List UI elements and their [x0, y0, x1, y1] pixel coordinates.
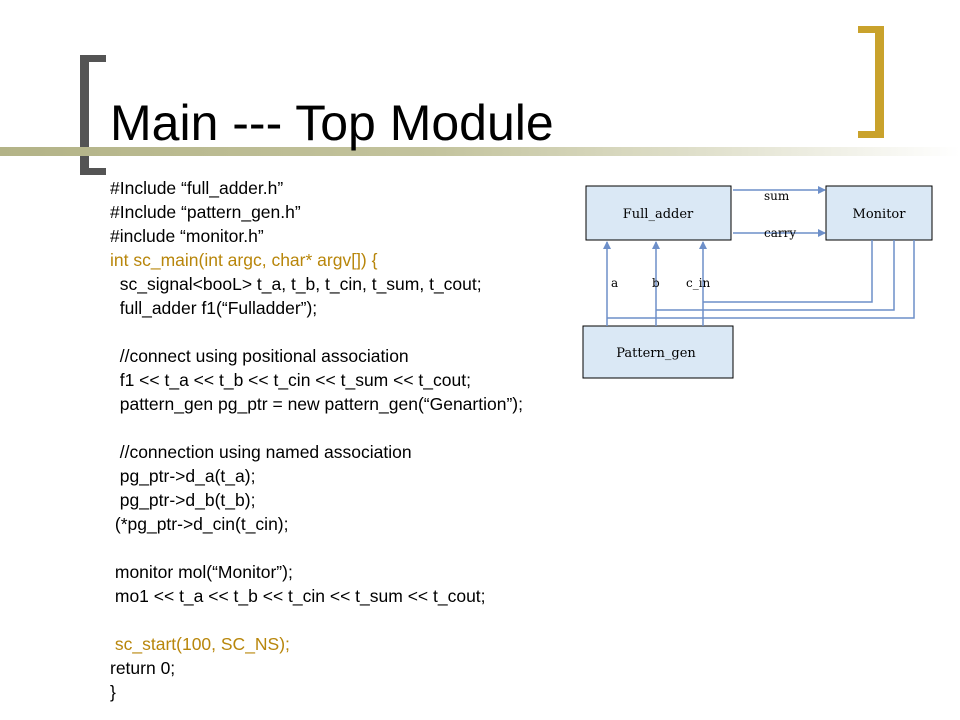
right-bracket-decoration	[858, 26, 884, 138]
code-line: //connect using positional association	[110, 346, 409, 366]
c-in-label: c_in	[686, 276, 711, 290]
monitor-label: Monitor	[853, 207, 907, 222]
slide-title: Main --- Top Module	[110, 95, 554, 151]
sum-label: sum	[764, 189, 790, 203]
title-underline-bar	[0, 147, 960, 156]
code-line: sc_signal<booL> t_a, t_b, t_cin, t_sum, …	[110, 274, 482, 294]
full-adder-box	[585, 185, 732, 241]
code-line: f1 << t_a << t_b << t_cin << t_sum << t_…	[110, 370, 471, 390]
monitor-return-wire-1	[703, 240, 873, 303]
code-line: int sc_main(int argc, char* argv[]) {	[110, 250, 378, 270]
b-label: b	[652, 276, 660, 290]
monitor-return-wire-3	[607, 240, 915, 319]
code-line: pattern_gen pg_ptr = new pattern_gen(“Ge…	[110, 394, 523, 414]
code-line: #Include “full_adder.h”	[110, 178, 284, 198]
code-line: pg_ptr->d_a(t_a);	[110, 466, 256, 486]
pattern-gen-label: Pattern_gen	[616, 346, 696, 361]
code-line: monitor mol(“Monitor”);	[110, 562, 293, 582]
left-bracket-decoration	[80, 55, 106, 175]
code-line: }	[110, 682, 116, 702]
code-line: #include “monitor.h”	[110, 226, 264, 246]
monitor-return-wire-2	[656, 240, 895, 311]
code-line: pg_ptr->d_b(t_b);	[110, 490, 256, 510]
code-line: sc_start(100, SC_NS);	[110, 634, 290, 654]
code-line: //connection using named association	[110, 442, 412, 462]
code-line: full_adder f1(“Fulladder”);	[110, 298, 318, 318]
code-line: (*pg_ptr->d_cin(t_cin);	[110, 514, 289, 534]
pattern-gen-box	[582, 325, 734, 379]
full-adder-label: Full_adder	[623, 207, 694, 222]
monitor-box	[825, 185, 933, 241]
carry-label: carry	[764, 226, 796, 240]
code-line: return 0;	[110, 658, 176, 678]
code-line: mo1 << t_a << t_b << t_cin << t_sum << t…	[110, 586, 486, 606]
a-label: a	[611, 276, 618, 290]
code-line: #Include “pattern_gen.h”	[110, 202, 301, 222]
